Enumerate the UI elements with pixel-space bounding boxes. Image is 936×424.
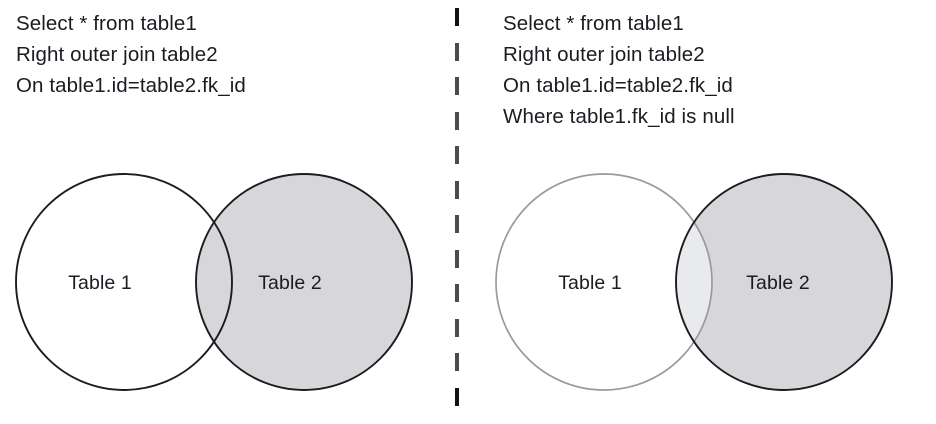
divider-dash	[455, 215, 459, 234]
divider-dash	[455, 8, 459, 26]
venn-circle-table1	[16, 174, 232, 390]
join-panel-right: Select * from table1 Right outer join ta…	[480, 0, 936, 424]
venn-label-table1: Table 1	[558, 272, 622, 294]
sql-line: On table1.id=table2.fk_id	[503, 74, 733, 97]
venn-circle-table2	[676, 174, 892, 390]
venn-circle-table1	[496, 174, 712, 390]
divider-dash	[455, 318, 459, 337]
divider-dash	[455, 42, 459, 61]
divider-dash	[455, 180, 459, 199]
divider-dash	[455, 249, 459, 268]
venn-circle-table1-outline	[495, 173, 713, 391]
divider-dash	[455, 77, 459, 96]
venn-label-table2: Table 2	[746, 272, 810, 294]
venn-diagram-right: Table 1 Table 2	[480, 170, 936, 420]
divider-dash	[455, 284, 459, 303]
sql-line: Where table1.fk_id is null	[503, 105, 735, 128]
venn-circle-table2-outline	[195, 173, 413, 391]
sql-query-right: Select * from table1 Right outer join ta…	[503, 8, 923, 132]
join-panel-left: Select * from table1 Right outer join ta…	[0, 0, 456, 424]
venn-circle-table2	[196, 174, 412, 390]
sql-line: Select * from table1	[503, 12, 684, 35]
sql-line: Select * from table1	[16, 12, 197, 35]
sql-line: Right outer join table2	[16, 43, 218, 66]
sql-line: Right outer join table2	[503, 43, 705, 66]
dashed-vertical-divider	[455, 8, 459, 406]
divider-dash	[455, 111, 459, 130]
divider-dash	[455, 353, 459, 372]
venn-label-table2: Table 2	[258, 272, 322, 294]
venn-diagram-left: Table 1 Table 2	[0, 160, 456, 410]
sql-line: On table1.id=table2.fk_id	[16, 74, 246, 97]
venn-circle-table1-outline	[15, 173, 233, 391]
divider-dash	[455, 388, 459, 406]
divider-dash	[455, 146, 459, 165]
venn-circle-table2-outline	[675, 173, 893, 391]
venn-label-table1: Table 1	[68, 272, 132, 294]
sql-query-left: Select * from table1 Right outer join ta…	[16, 8, 436, 101]
